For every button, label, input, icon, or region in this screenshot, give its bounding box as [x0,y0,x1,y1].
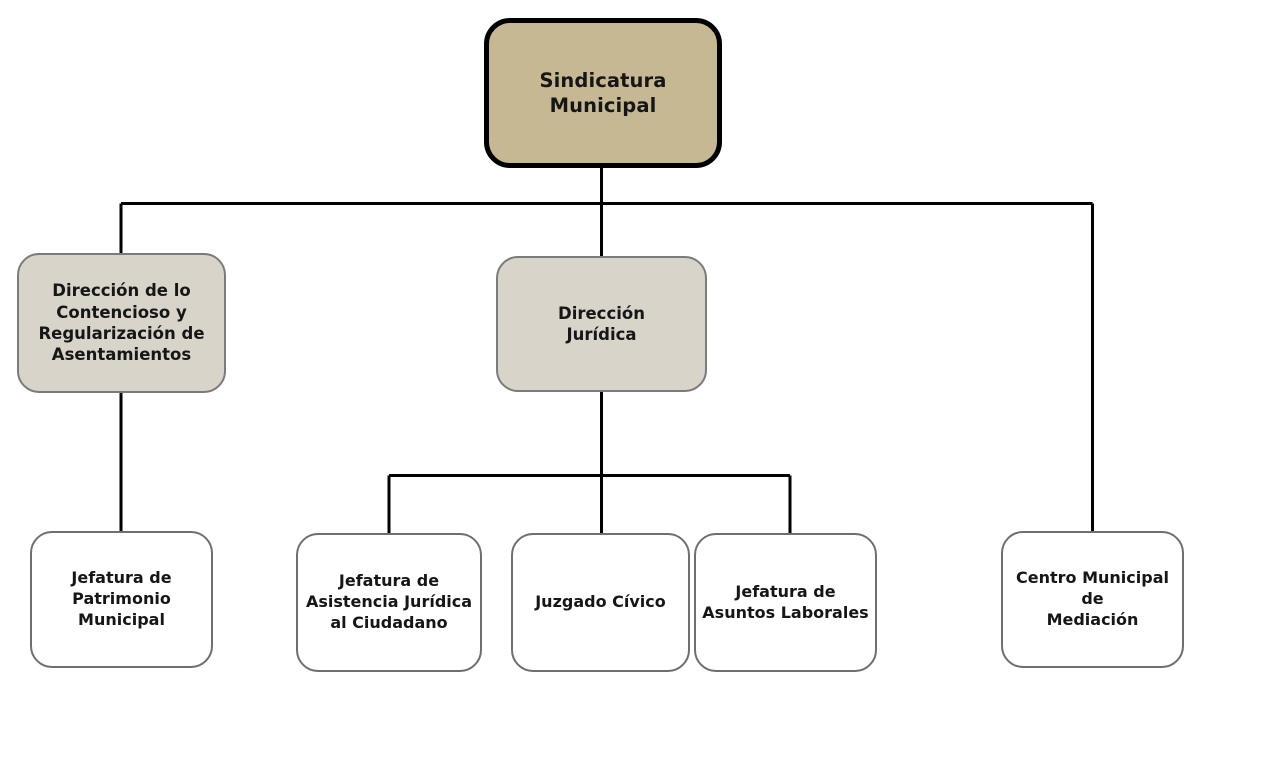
node-label: Jefatura de Asistencia Jurídica al Ciuda… [305,571,473,632]
node-label: Jefatura de Asuntos Laborales [702,581,869,622]
node-jefatura-asuntos-laborales[interactable]: Jefatura de Asuntos Laborales [694,533,877,672]
node-label: Jefatura de Patrimonio Municipal [71,568,172,629]
node-label: Dirección de lo Contencioso y Regulariza… [38,281,205,365]
node-label: Centro Municipal de Mediación [1016,568,1169,629]
node-label: Sindicatura Municipal [539,68,667,117]
node-sindicatura-municipal[interactable]: Sindicatura Municipal [484,18,722,168]
node-jefatura-asistencia-juridica[interactable]: Jefatura de Asistencia Jurídica al Ciuda… [296,533,482,672]
node-label: Dirección Jurídica [558,303,645,344]
node-direccion-contencioso[interactable]: Dirección de lo Contencioso y Regulariza… [17,253,226,393]
node-direccion-juridica[interactable]: Dirección Jurídica [496,256,707,392]
node-juzgado-civico[interactable]: Juzgado Cívico [511,533,690,672]
node-label: Juzgado Cívico [535,592,666,612]
node-centro-municipal-mediacion[interactable]: Centro Municipal de Mediación [1001,531,1184,668]
node-jefatura-patrimonio-municipal[interactable]: Jefatura de Patrimonio Municipal [30,531,213,668]
